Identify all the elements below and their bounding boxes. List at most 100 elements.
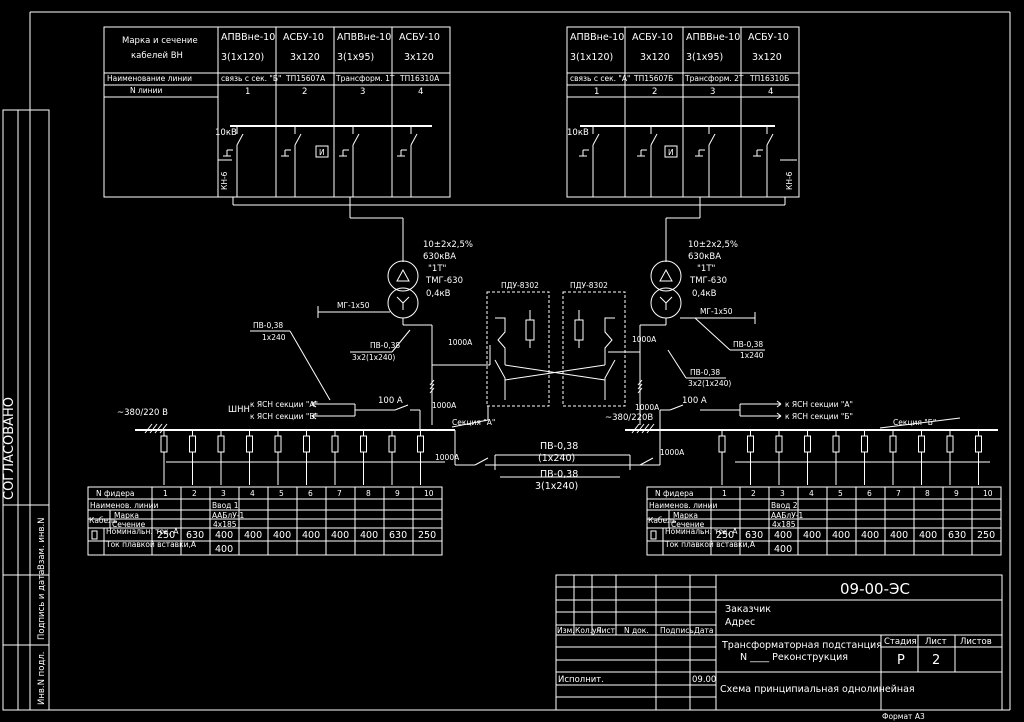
label: 2 (652, 87, 657, 97)
feeder-number: 5 (838, 489, 843, 498)
label: АСБУ-10 (748, 32, 789, 43)
cabinet-left: КН-6 (220, 171, 229, 190)
label: 3x120 (290, 52, 320, 63)
label: 10±2x2,5% (423, 240, 473, 250)
feeder-number: 7 (337, 489, 342, 498)
label: ПДУ-8302 (570, 281, 608, 290)
feeder-fuse-7 (331, 430, 339, 485)
pv-left-label: ПВ-0,38 (253, 321, 283, 330)
label: 4 (768, 87, 773, 97)
label: СОГЛАСОВАНО (2, 397, 17, 500)
sign-label: Подпись и дата (37, 570, 47, 640)
feeder-header-section: Сечение (112, 520, 146, 529)
project-title-1: Трансформаторная подстанция (721, 640, 882, 651)
label: Трансформ. 1Т (335, 74, 395, 83)
pdu-left: ПДУ-8302 (486, 281, 550, 407)
feeder-nominal: 400 (832, 530, 850, 541)
feeder-nominal: 630 (389, 530, 407, 541)
label: 3x120 (404, 52, 434, 63)
feeder-fuse-7 (889, 430, 897, 485)
feeder-nominal: 400 (803, 530, 821, 541)
feeder-nominal: 400 (360, 530, 378, 541)
feeder-number: 1 (722, 489, 727, 498)
feeder-nominal: 250 (418, 530, 436, 541)
label: 0,4кВ (426, 289, 451, 299)
feeder-header-cable: Кабель (89, 516, 117, 525)
feeder-nominal: 400 (215, 530, 233, 541)
feeder-number: 3 (780, 489, 785, 498)
feeder-number: 8 (366, 489, 371, 498)
breaker-100-right: 100 А (682, 396, 707, 406)
feeder-name-3: Ввод 2 (771, 501, 798, 510)
label: ПВ-0,38 (690, 368, 720, 377)
label: АСБУ-10 (283, 32, 324, 43)
breaker-100-left: 100 А (378, 396, 403, 406)
customer-label: Заказчик (725, 604, 771, 615)
feeder-fuse-4 (804, 430, 811, 485)
feeder-nominal: 630 (948, 530, 966, 541)
drawing-title: Схема принципиальная однолинейная (720, 684, 915, 695)
hv-voltage-left: 10кВ (215, 128, 237, 138)
feeder-nominal: 250 (157, 530, 175, 541)
feeder-fuse-4 (246, 430, 253, 485)
label: И (668, 148, 674, 157)
mg-right-label: МГ-1х50 (700, 307, 733, 316)
label: 630кВА (688, 252, 721, 262)
label: Изм. (557, 626, 575, 635)
feeder-number: 6 (867, 489, 872, 498)
label: N док. (624, 626, 649, 635)
title-block: 09-00-ЭС Заказчик Адрес Изм. Кол.уч Лист… (555, 574, 1003, 721)
doc-code: 09-00-ЭС (840, 580, 910, 598)
feeder-fuse-8 (918, 430, 925, 485)
feeder-fuse-8 (360, 430, 367, 485)
lv-section-a: ~380/220 В ШНН к ЯСН секции "А" к ЯСН се… (117, 396, 495, 485)
label: 4 (418, 87, 423, 97)
feeder-fuse-3 (217, 430, 225, 485)
feeder-number: 5 (279, 489, 284, 498)
lv-section-b: ~380/220В к ЯСН секции "А" к ЯСН секции … (605, 396, 998, 485)
meter-box-left (315, 145, 329, 158)
lv-voltage-right: ~380/220В (605, 413, 653, 423)
label: АПВВне-10 (570, 32, 624, 43)
feeder-fuse-3: 400 (215, 544, 233, 555)
feeder-fuse-2 (189, 430, 196, 485)
feeder-mark-3: ААБлУ-1 (771, 511, 803, 520)
meter-box-right (664, 145, 678, 158)
feeder-fuse-9 (388, 430, 396, 485)
label: ТМГ-630 (425, 276, 463, 286)
feeder-fuse-5 (274, 430, 282, 485)
hv-table-left: Марка и сечение кабелей ВН Наименование … (103, 26, 451, 198)
feeder-nominal: 400 (273, 530, 291, 541)
feeder-header-name: Наименов. линии (649, 501, 718, 510)
feeder-number: 3 (221, 489, 226, 498)
label: И (319, 148, 325, 157)
vzam-label: Взам. инв.N (37, 517, 47, 570)
label: 3(1x95) (337, 52, 374, 63)
breaker-1600-right: 1000А (635, 403, 660, 412)
feeder-nominal: 400 (919, 530, 937, 541)
hv-header-line1: Марка и сечение (122, 36, 198, 46)
label: ПДУ-8302 (501, 281, 539, 290)
feeder-fuse-2 (747, 430, 754, 485)
feeder-number: 10 (983, 489, 993, 498)
feeder-number: 8 (925, 489, 930, 498)
label: 3x120 (752, 52, 782, 63)
hv-switch-2 (281, 126, 302, 197)
agreed-label: СОГЛАСОВАНО (2, 397, 17, 500)
feeder-header-nominal: Номинальн. ток, А (665, 527, 738, 536)
format-label: Формат А3 (882, 712, 925, 721)
feeder-fuse-9 (946, 430, 954, 485)
stage-value: Р (897, 653, 905, 668)
feeder-nominal: 250 (716, 530, 734, 541)
label: ТМГ-630 (689, 276, 727, 286)
label: ТП16310Б (749, 74, 789, 83)
label: 3х2(1х240) (688, 379, 731, 388)
transformer-left-label: 10±2x2,5% 630кВА "1Т" ТМГ-630 0,4кВ (423, 240, 473, 299)
executor-label: Исполнит. (558, 675, 604, 685)
sheet-value: 2 (932, 653, 940, 668)
feeder-fuse-5 (832, 430, 840, 485)
feeder-header-nominal: Номинальн. ток, А (106, 527, 179, 536)
